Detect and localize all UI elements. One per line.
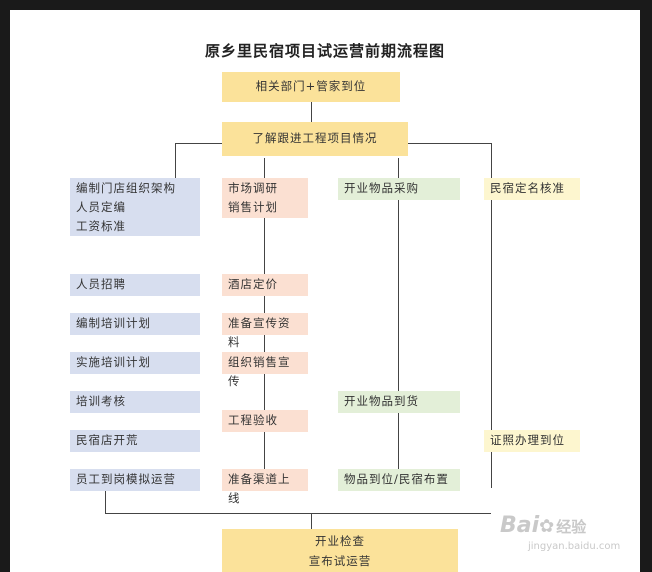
- col1-training-exam: 培训考核: [70, 391, 200, 413]
- col1-training-exam-label: 培训考核: [76, 394, 126, 408]
- col1-cleaning: 民宿店开荒: [70, 430, 200, 452]
- col2-market-research: 市场调研 销售计划: [222, 178, 308, 218]
- step-staff-ready: 相关部门+管家到位: [222, 72, 400, 102]
- diagram-canvas: 原乡里民宿项目试运营前期流程图 相关部门+管家到位 了解跟进工程项目情况 编制门…: [10, 10, 640, 572]
- col2-pricing-label: 酒店定价: [228, 277, 278, 291]
- col4-license-label: 证照办理到位: [490, 433, 565, 447]
- col2-promo-material-label: 准备宣传资料: [228, 316, 291, 349]
- col2-acceptance: 工程验收: [222, 410, 308, 432]
- col1-recruit: 人员招聘: [70, 274, 200, 296]
- col2-channel-online: 准备渠道上线: [222, 469, 308, 505]
- watermark-brand-cn: 经验: [556, 518, 587, 536]
- col1-org-structure-line1: 编制门店组织架构: [76, 181, 176, 195]
- connector-col1-down: [175, 143, 176, 178]
- watermark-url: jingyan.baidu.com: [528, 541, 621, 552]
- col4-name-approval: 民宿定名核准: [484, 178, 580, 200]
- col1-training-plan: 编制培训计划: [70, 313, 200, 335]
- col3-setup: 物品到位/民宿布置: [338, 469, 460, 491]
- col2-channel-online-label: 准备渠道上线: [228, 472, 291, 505]
- col1-org-structure: 编制门店组织架构 人员定编 工资标准: [70, 178, 200, 236]
- col3-purchase-label: 开业物品采购: [344, 181, 419, 195]
- col2-pricing: 酒店定价: [222, 274, 308, 296]
- col1-mock-operation: 员工到岗模拟运营: [70, 469, 200, 491]
- col2-sales-promotion-label: 组织销售宣传: [228, 355, 291, 388]
- col2-acceptance-label: 工程验收: [228, 413, 278, 427]
- col2-market-research-line1: 市场调研: [228, 181, 278, 195]
- step-project-followup-label: 了解跟进工程项目情况: [252, 131, 378, 145]
- connector-col1-low: [105, 480, 106, 513]
- col1-training-plan-label: 编制培训计划: [76, 316, 151, 330]
- col1-training-exec: 实施培训计划: [70, 352, 200, 374]
- connector-col3-main: [398, 158, 399, 488]
- col3-delivery: 开业物品到货: [338, 391, 460, 413]
- col1-training-exec-label: 实施培训计划: [76, 355, 151, 369]
- connector-merge-down: [311, 513, 312, 529]
- col1-recruit-label: 人员招聘: [76, 277, 126, 291]
- col4-license: 证照办理到位: [484, 430, 580, 452]
- paw-icon: ✿: [539, 516, 555, 537]
- col1-org-structure-line3: 工资标准: [76, 219, 126, 233]
- col2-market-research-line2: 销售计划: [228, 200, 278, 214]
- watermark-brand: Bai: [500, 513, 540, 538]
- col1-mock-operation-label: 员工到岗模拟运营: [76, 472, 176, 486]
- col3-purchase: 开业物品采购: [338, 178, 460, 200]
- col3-delivery-label: 开业物品到货: [344, 394, 419, 408]
- col4-name-approval-label: 民宿定名核准: [490, 181, 565, 195]
- col3-setup-label: 物品到位/民宿布置: [344, 472, 449, 486]
- step-staff-ready-label: 相关部门+管家到位: [255, 79, 367, 93]
- connector-top-vertical: [311, 100, 312, 130]
- watermark-logo: Bai✿经验: [500, 513, 586, 538]
- col2-promo-material: 准备宣传资料: [222, 313, 308, 349]
- connector-merge-horizontal: [105, 513, 491, 514]
- page-title: 原乡里民宿项目试运营前期流程图: [204, 42, 445, 60]
- step-project-followup: 了解跟进工程项目情况: [222, 122, 408, 156]
- step-opening: 开业检查 宣布试运营: [222, 529, 458, 572]
- connector-col4-main: [491, 143, 492, 488]
- col1-cleaning-label: 民宿店开荒: [76, 433, 139, 447]
- col1-org-structure-line2: 人员定编: [76, 200, 126, 214]
- step-opening-line1: 开业检查: [315, 534, 365, 548]
- col2-sales-promotion: 组织销售宣传: [222, 352, 308, 388]
- step-opening-line2: 宣布试运营: [308, 554, 372, 568]
